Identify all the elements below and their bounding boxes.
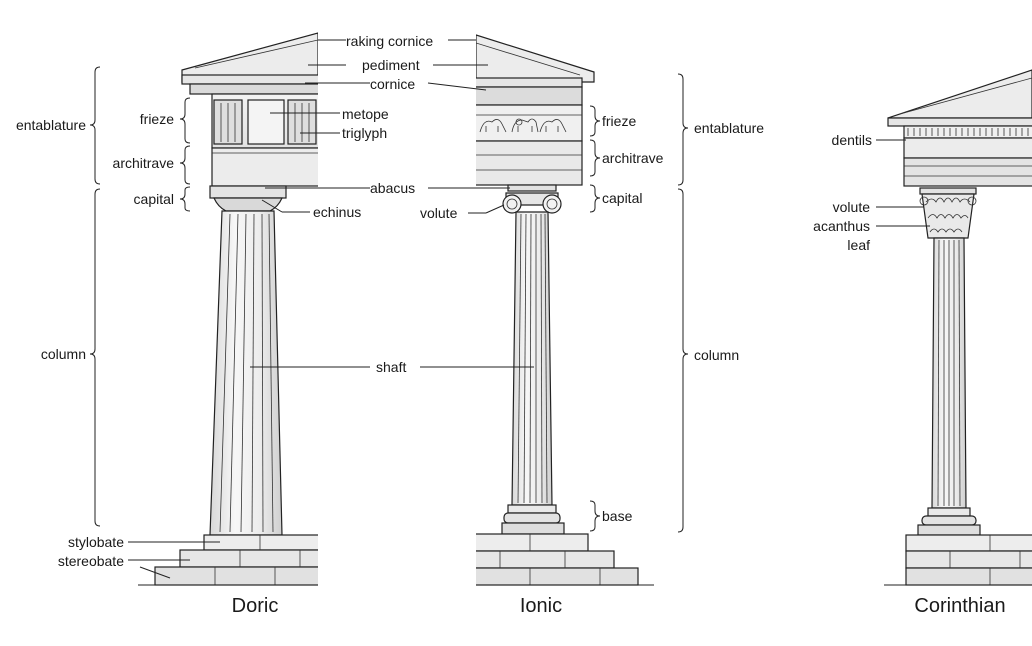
label-stereobate: stereobate (58, 553, 124, 569)
label-frieze-left: frieze (140, 111, 174, 127)
corinthian-cornice (887, 117, 1032, 127)
bracket-base-right (589, 500, 601, 532)
leader-lines (128, 39, 930, 579)
corinthian-pediment (887, 69, 1032, 119)
label-cornice: cornice (370, 76, 415, 92)
label-raking-cornice: raking cornice (346, 33, 433, 49)
ionic-pediment (476, 34, 595, 83)
label-base: base (602, 508, 633, 524)
label-architrave-left: architrave (113, 155, 175, 171)
label-volute-corinthian: volute (833, 199, 871, 215)
ionic-base-upper (507, 504, 557, 514)
label-stylobate: stylobate (68, 534, 124, 550)
corinthian-column-drawing (887, 69, 1032, 586)
label-leaf: leaf (847, 237, 870, 253)
doric-cornice (181, 74, 318, 85)
ionic-frieze (476, 104, 583, 142)
doric-architrave (211, 147, 318, 187)
bracket-entablature-right (677, 73, 689, 186)
ionic-plinth (501, 522, 565, 535)
corinthian-capital (921, 193, 975, 239)
order-titles: Doric Ionic Corinthian (232, 595, 1006, 617)
ionic-architrave (476, 140, 583, 186)
bracket-architrave-left (179, 145, 191, 185)
doric-stylobate (203, 534, 318, 551)
label-capital-right: capital (602, 190, 642, 206)
corinthian-abacus (919, 187, 977, 195)
label-acanthus: acanthus (813, 218, 870, 234)
left-brackets (89, 66, 191, 527)
bracket-column-left (89, 188, 101, 527)
label-column-right: column (694, 347, 739, 363)
doric-metope (247, 99, 285, 145)
label-frieze-right: frieze (602, 113, 636, 129)
doric-step-2 (179, 549, 318, 568)
corinthian-base-upper (927, 507, 971, 517)
ionic-base-torus (503, 512, 561, 524)
doric-column-drawing (154, 32, 318, 586)
label-metope: metope (342, 106, 389, 122)
ionic-abacus (507, 184, 557, 192)
ionic-volute-right (542, 194, 562, 214)
label-abacus: abacus (370, 180, 415, 196)
label-entablature-left: entablature (16, 117, 86, 133)
bracket-frieze-right (589, 105, 601, 137)
label-pediment: pediment (362, 57, 420, 73)
label-column-left: column (41, 346, 86, 362)
ionic-volute-left (502, 194, 522, 214)
label-shaft: shaft (376, 359, 406, 375)
corinthian-plinth (917, 524, 981, 536)
label-triglyph: triglyph (342, 125, 387, 141)
title-corinthian: Corinthian (914, 595, 1005, 617)
corinthian-dentil-row (907, 128, 1029, 136)
bracket-entablature-left (89, 66, 101, 185)
label-capital-left: capital (134, 191, 174, 207)
bracket-frieze-left (179, 97, 191, 144)
title-doric: Doric (232, 595, 279, 617)
label-dentils: dentils (832, 132, 872, 148)
part-labels: raking cornice pediment cornice metope t… (58, 33, 872, 569)
ionic-cornice (476, 77, 583, 88)
corinthian-frieze (903, 137, 1032, 159)
label-volute-ionic: volute (420, 205, 458, 221)
title-ionic: Ionic (520, 595, 562, 617)
bracket-labels-left: entablature frieze architrave capital co… (16, 111, 174, 362)
label-entablature-right: entablature (694, 120, 764, 136)
doric-stereobate (154, 566, 318, 586)
bracket-labels-right: frieze architrave capital entablature co… (602, 113, 764, 363)
bracket-capital-right (589, 184, 601, 213)
bracket-column-right (677, 188, 689, 533)
bracket-architrave-right (589, 139, 601, 177)
label-echinus: echinus (313, 204, 361, 220)
right-brackets (589, 73, 689, 533)
label-architrave-right: architrave (602, 150, 664, 166)
corinthian-architrave (903, 157, 1032, 187)
bracket-capital-left (179, 186, 191, 212)
ionic-column-drawing (476, 34, 639, 586)
doric-echinus (213, 197, 283, 212)
